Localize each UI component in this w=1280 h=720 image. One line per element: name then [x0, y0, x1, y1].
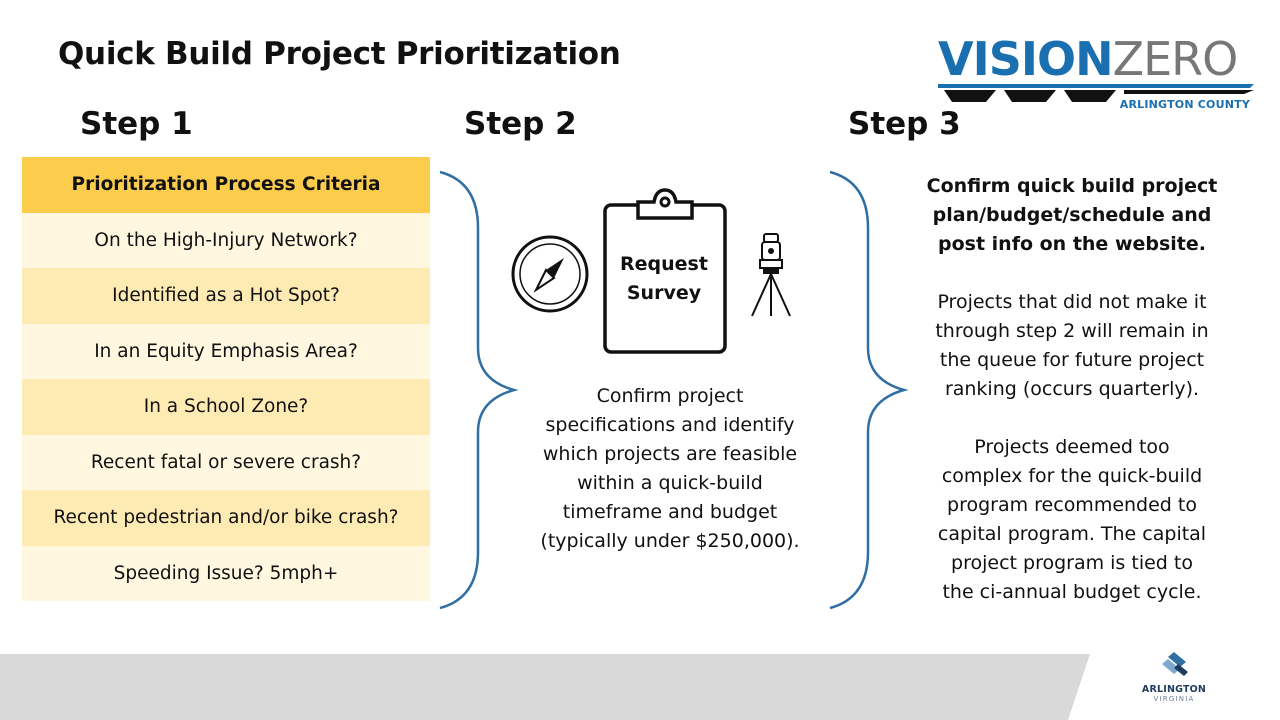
- step2-label: Step 2: [464, 106, 577, 142]
- logo-vision-text: VISION: [938, 32, 1114, 86]
- step3-line: the ci-annual budget cycle.: [942, 581, 1202, 603]
- arlington-mark-icon: [1162, 652, 1188, 676]
- step1-label: Step 1: [80, 106, 193, 142]
- step3-bold-line: post info on the website.: [938, 233, 1206, 255]
- criteria-row: Recent fatal or severe crash?: [22, 434, 430, 490]
- criteria-row: In a School Zone?: [22, 379, 430, 435]
- step2-line: Confirm project: [596, 385, 744, 407]
- step2-description: Confirm project specifications and ident…: [522, 382, 818, 556]
- vision-zero-wordmark: VISIONZERO: [938, 36, 1238, 82]
- left-curly-brace: [439, 170, 519, 610]
- clipboard-label-line: Request: [620, 253, 708, 275]
- arlington-name: ARLINGTON: [1141, 684, 1207, 695]
- step3-label: Step 3: [848, 106, 961, 142]
- step2-line: timeframe and budget: [562, 501, 778, 523]
- footer-band: [0, 654, 1090, 720]
- criteria-row: Recent pedestrian and/or bike crash?: [22, 490, 430, 546]
- clipboard-label: Request Survey: [602, 250, 726, 308]
- criteria-row: On the High-Injury Network?: [22, 212, 430, 268]
- logo-county-text: ARLINGTON COUNTY: [1119, 98, 1250, 111]
- step2-line: (typically under $250,000).: [540, 530, 800, 552]
- criteria-header: Prioritization Process Criteria: [22, 157, 430, 213]
- compass-icon: [511, 235, 589, 313]
- step3-line: through step 2 will remain in: [935, 320, 1209, 342]
- criteria-table: Prioritization Process Criteria On the H…: [22, 157, 430, 601]
- arlington-sub: VIRGINIA: [1153, 695, 1195, 703]
- step2-line: which projects are feasible: [542, 443, 798, 465]
- vision-zero-logo: VISIONZERO ARLINGTON COUNTY: [938, 36, 1254, 116]
- clipboard-label-line: Survey: [626, 282, 702, 304]
- step3-line: complex for the quick-build: [941, 465, 1203, 487]
- step3-paragraph-2: Projects deemed too complex for the quic…: [916, 433, 1228, 607]
- step3-line: program recommended to: [947, 494, 1197, 516]
- arlington-logo: ARLINGTON VIRGINIA: [1138, 650, 1210, 703]
- step3-line: Projects that did not make it: [937, 291, 1207, 313]
- logo-zero-text: ZERO: [1112, 32, 1239, 86]
- right-curly-brace: [829, 170, 909, 610]
- road-stripes-icon: [938, 84, 1254, 102]
- clipboard-icon: [603, 188, 727, 354]
- criteria-row: Speeding Issue? 5mph+: [22, 545, 430, 601]
- step3-line: project program is tied to: [951, 552, 1193, 574]
- step2-line: within a quick-build: [577, 472, 763, 494]
- step3-bold-statement: Confirm quick build project plan/budget/…: [916, 172, 1228, 259]
- step3-line: Projects deemed too: [974, 436, 1170, 458]
- step3-bold-line: Confirm quick build project: [926, 175, 1218, 197]
- slide-title: Quick Build Project Prioritization: [58, 36, 621, 72]
- step3-content: Confirm quick build project plan/budget/…: [916, 172, 1228, 636]
- step3-line: ranking (occurs quarterly).: [944, 378, 1200, 400]
- step3-line: the queue for future project: [939, 349, 1205, 371]
- step3-bold-line: plan/budget/schedule and: [932, 204, 1212, 226]
- step2-line: specifications and identify: [545, 414, 795, 436]
- criteria-row: In an Equity Emphasis Area?: [22, 323, 430, 379]
- step3-line: capital program. The capital: [937, 523, 1207, 545]
- survey-tripod-icon: [751, 233, 791, 317]
- step3-paragraph-1: Projects that did not make it through st…: [916, 288, 1228, 404]
- criteria-row: Identified as a Hot Spot?: [22, 268, 430, 324]
